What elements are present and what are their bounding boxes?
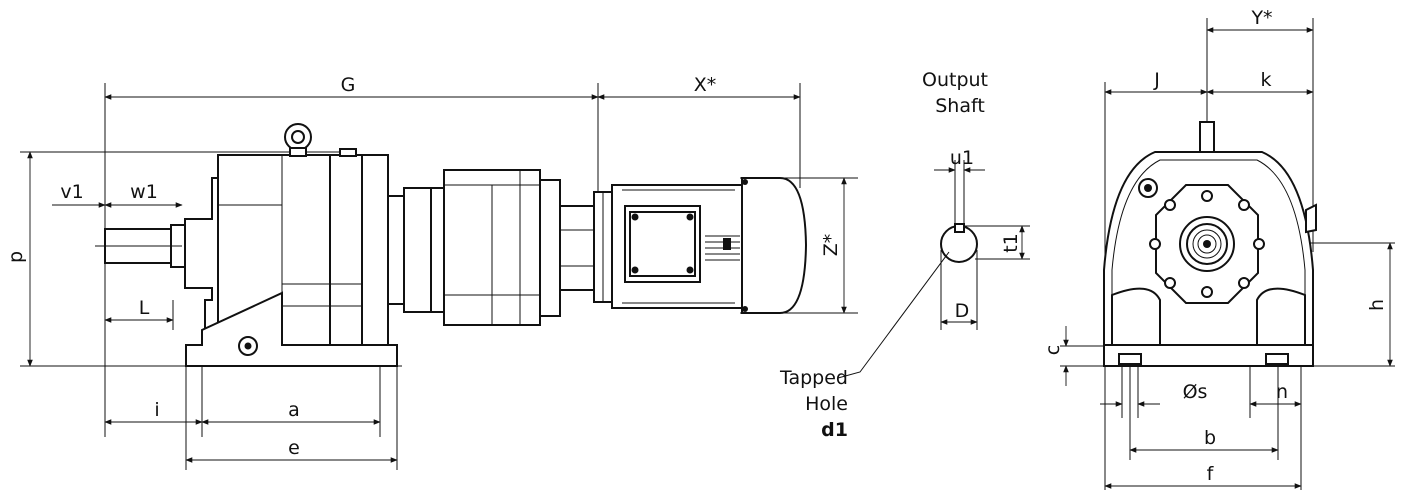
dim-v1-label: v1 bbox=[60, 181, 83, 203]
dim-L-label: L bbox=[139, 297, 150, 319]
end-view: Y* J k h c Øs n b f bbox=[1042, 7, 1395, 490]
dim-h-label: h bbox=[1366, 299, 1388, 311]
dim-f-label: f bbox=[1207, 463, 1215, 485]
dim-Y-label: Y* bbox=[1250, 7, 1272, 29]
dim-p-label: p bbox=[5, 251, 27, 263]
tapped-hole-line2: Hole bbox=[805, 393, 848, 415]
dim-e-label: e bbox=[288, 437, 300, 459]
dim-G-label: G bbox=[341, 74, 356, 96]
dim-X-label: X* bbox=[694, 74, 717, 96]
dim-w1-label: w1 bbox=[130, 181, 158, 203]
dim-s-label: Øs bbox=[1183, 381, 1208, 403]
tapped-hole-line1: Tapped bbox=[779, 367, 848, 389]
tapped-hole-d1: d1 bbox=[821, 419, 848, 441]
dim-u1-label: u1 bbox=[950, 147, 974, 169]
output-shaft-title-line2: Shaft bbox=[935, 95, 985, 117]
dim-D-label: D bbox=[955, 300, 970, 322]
dim-J-label: J bbox=[1153, 69, 1160, 91]
output-shaft-title-line1: Output bbox=[922, 69, 988, 91]
dim-b-label: b bbox=[1204, 427, 1216, 449]
dim-i-label: i bbox=[154, 399, 159, 421]
side-view: G X* p Z* v1 w1 L i a e bbox=[5, 74, 858, 470]
dim-Z-label: Z* bbox=[820, 234, 842, 257]
dim-n-label: n bbox=[1276, 381, 1288, 403]
output-shaft-section: Output Shaft u1 t1 D Tapped Hole d1 bbox=[779, 69, 1030, 441]
dim-k-label: k bbox=[1260, 69, 1271, 91]
dim-c-label: c bbox=[1042, 345, 1064, 355]
dim-a-label: a bbox=[288, 399, 300, 421]
dim-t1-label: t1 bbox=[1000, 233, 1022, 253]
